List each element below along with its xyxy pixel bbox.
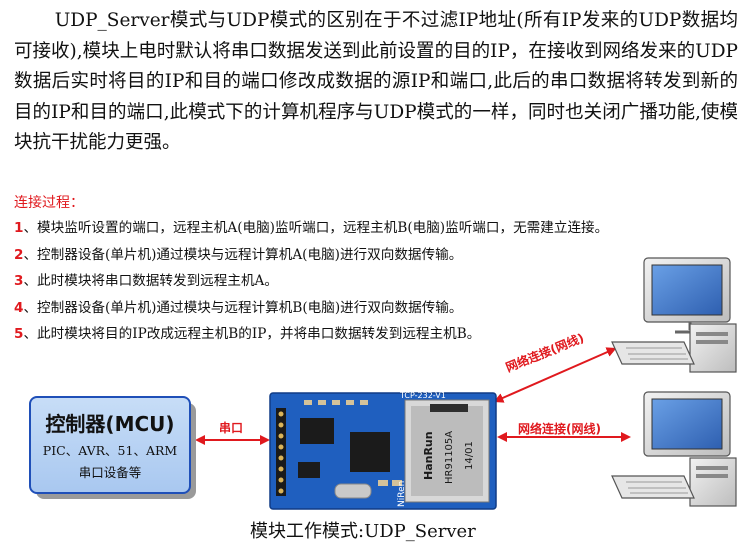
steps-title: 连接过程： — [14, 195, 84, 211]
step-text: 、模块监听设置的端口，远程主机A(电脑)监听端口，远程主机B(电脑)监听端口，无… — [23, 220, 609, 236]
step-text: 、此时模块将串口数据转发到远程主机A。 — [23, 273, 278, 289]
network-label-b: 网络连接(网线) — [518, 422, 601, 436]
step-item: 1、模块监听设置的端口，远程主机A(电脑)监听端口，远程主机B(电脑)监听端口，… — [14, 215, 608, 242]
diagram-caption: 模块工作模式:UDP_Server — [250, 521, 476, 542]
serial-label: 串口 — [219, 421, 244, 435]
jack-model-label: HR91105A — [444, 431, 455, 484]
step-number: 3 — [14, 273, 24, 289]
intro-paragraph: UDP_Server模式与UDP模式的区别在于不过滤IP地址(所有IP发来的UD… — [14, 10, 738, 153]
step-number: 2 — [14, 246, 24, 263]
module-board — [269, 392, 497, 510]
controller-title: 控制器(MCU) — [45, 412, 175, 436]
controller-box: 控制器(MCU) PIC、AVR、51、ARM 串口设备等 — [29, 396, 191, 494]
board-silk-brand: NiRen — [397, 481, 407, 507]
step-number: 5 — [14, 326, 24, 342]
network-arrow-a — [493, 347, 617, 403]
step-text: 、控制器设备(单片机)通过模块与远程计算机A(电脑)进行双向数据传输。 — [23, 246, 463, 263]
jack-brand-label: HanRun — [422, 431, 435, 480]
steps-list: 1、模块监听设置的端口，远程主机A(电脑)监听端口，远程主机B(电脑)监听端口，… — [14, 215, 608, 348]
step-item: 5、此时模块将目的IP改成远程主机B的IP，并将串口数据转发到远程主机B。 — [14, 321, 608, 348]
controller-line-2: 串口设备等 — [78, 465, 142, 480]
module-header-text: TCP-232-V1 — [399, 391, 446, 400]
step-item: 3、此时模块将串口数据转发到远程主机A。 — [14, 268, 608, 295]
computer-b-icon — [611, 391, 737, 507]
jack-date-label: 14/01 — [464, 441, 475, 470]
controller-line-1: PIC、AVR、51、ARM — [42, 443, 178, 458]
step-item: 4、控制器设备(单片机)通过模块与远程计算机B(电脑)进行双向数据传输。 — [14, 295, 608, 322]
step-number: 4 — [14, 299, 24, 316]
step-item: 2、控制器设备(单片机)通过模块与远程计算机A(电脑)进行双向数据传输。 — [14, 242, 608, 269]
step-text: 、控制器设备(单片机)通过模块与远程计算机B(电脑)进行双向数据传输。 — [23, 299, 463, 316]
step-number: 1 — [14, 220, 24, 236]
computer-a-icon — [611, 257, 737, 373]
step-text: 、此时模块将目的IP改成远程主机B的IP，并将串口数据转发到远程主机B。 — [23, 326, 481, 342]
